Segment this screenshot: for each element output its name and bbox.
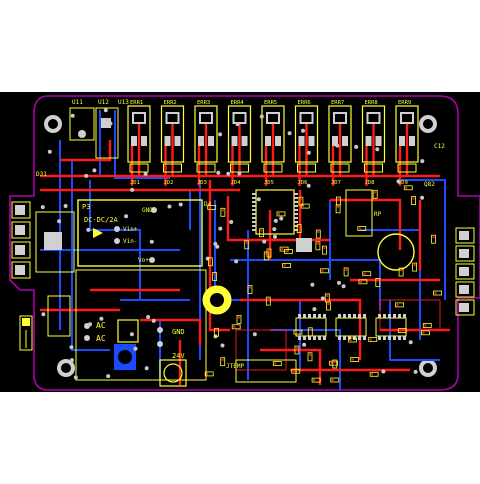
dcdc-label: DC-DC/2A (84, 216, 119, 224)
jumper-label: JD9 (398, 180, 408, 186)
jtemp-connector: JTEMP (226, 359, 297, 383)
large-capacitor (202, 285, 232, 315)
relay-label: ERR7 (331, 100, 344, 106)
mounting-hole (423, 363, 433, 373)
terminal-pin (455, 281, 475, 298)
relay-bus-traces (130, 124, 409, 186)
relay-label-row: ERR1 ERR2 ERR3 ERR4 ERR5 ERR6 ERR7 ERR8 ERR9 (130, 100, 411, 106)
buzzer (377, 233, 415, 271)
terminal-pin (455, 263, 475, 280)
mounting-hole (61, 363, 71, 373)
board-outline (9, 95, 480, 391)
power-input-section: AC AC GND 24V (47, 269, 207, 387)
d31-label: D31 (36, 171, 47, 178)
terminal-pin (11, 221, 31, 239)
relay-label: ERR8 (365, 100, 378, 106)
ac-label-1: AC (96, 321, 106, 330)
jtemp-label: JTEMP (226, 363, 244, 370)
jumper-label: JD1 (130, 180, 140, 186)
jumper-label: JD6 (298, 180, 308, 186)
mounting-hole (48, 119, 58, 129)
v24-label: 24V (172, 352, 185, 360)
terminal-pin (11, 261, 31, 279)
relay-label: ERR5 (264, 100, 277, 106)
left-terminal-block (11, 201, 31, 279)
terminal-pin (11, 241, 31, 259)
main-ic (252, 189, 312, 252)
p3-label: P3 (82, 203, 90, 211)
secondary-ic (345, 189, 373, 237)
mounting-hole (423, 119, 433, 129)
gnd-top-label: GND (142, 207, 153, 214)
relay-label: ERR9 (398, 100, 411, 106)
u11-label: U11 (72, 99, 83, 106)
relay-2 (160, 105, 185, 173)
relay-1 (127, 105, 151, 173)
relay-5 (261, 105, 285, 173)
relay-row (127, 105, 419, 173)
jumper-label: JD4 (231, 180, 242, 186)
relay-label: ERR6 (298, 100, 311, 106)
relay-label: ERR1 (130, 100, 143, 106)
relay-label: ERR4 (231, 100, 245, 106)
ac-label-2: AC (96, 334, 106, 343)
relay-4 (227, 105, 252, 173)
terminal-pin (455, 227, 475, 244)
terminal-pin (455, 245, 475, 262)
jumper-label: JD5 (264, 180, 274, 186)
dcdc-polarity-marker (93, 228, 103, 238)
q82-label: Q82 (424, 181, 435, 188)
vin-minus-label: Vin- (123, 238, 137, 245)
jumper-label: JD2 (164, 180, 174, 186)
terminal-pin (455, 299, 475, 316)
relay-6 (294, 105, 319, 173)
relay-label: ERR3 (197, 100, 210, 106)
bottom-ic (375, 314, 407, 340)
relay-8 (361, 105, 386, 173)
relay-label: ERR2 (164, 100, 177, 106)
u12-label: U12 (98, 99, 109, 106)
smd-component-field (204, 185, 442, 383)
u13-label: U13 (118, 99, 129, 106)
mounting-holes (44, 115, 437, 377)
board-logo-silkscreen (19, 315, 33, 351)
jumper-label-row: JD1 JD2 JD3 JD4 JD5 JD6 JD7 JD8 JD9 (130, 180, 408, 186)
vo-plus-label: Vo+ (138, 257, 149, 264)
terminal-pin (11, 201, 31, 219)
relay-7 (328, 105, 352, 173)
jumper-label: JD7 (331, 180, 341, 186)
relay-9 (395, 105, 419, 173)
jumper-label: JD3 (197, 180, 207, 186)
gnd-bottom-label: GND (172, 328, 185, 336)
regulator-u11 (69, 107, 119, 159)
c12-label: C12 (434, 143, 445, 150)
electrolytic-capacitor (117, 319, 139, 343)
right-terminal-block (455, 227, 475, 316)
vin-plus-label: Vin+ (123, 226, 138, 233)
dcdc-module: P3 DC-DC/2A Vin+ Vin- Vo+ GND (35, 199, 203, 273)
jumper-label: JD8 (365, 180, 375, 186)
rp-label: RP (374, 211, 382, 218)
d4-label: D4 (204, 201, 212, 208)
inductor (159, 359, 187, 387)
via-field (40, 108, 425, 380)
